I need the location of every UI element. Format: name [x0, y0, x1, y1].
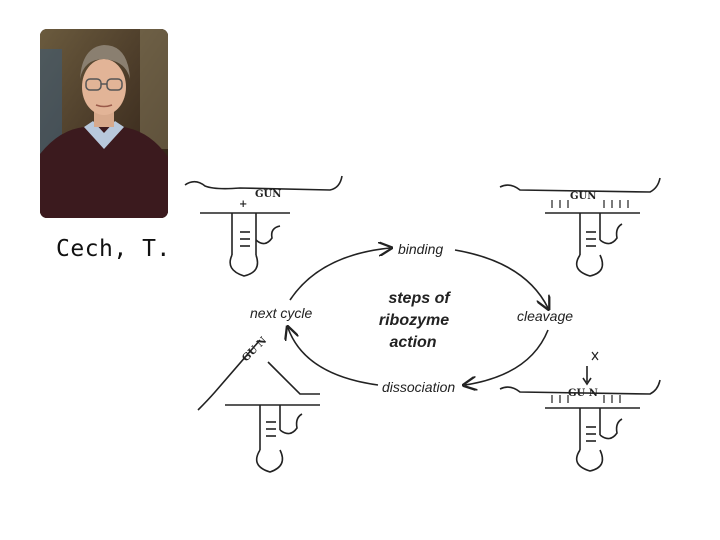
- label-cleavage: cleavage: [517, 308, 573, 324]
- center-line-1: steps of: [388, 290, 451, 307]
- portrait-illustration: [40, 29, 168, 218]
- structure-bottom-left: [197, 339, 320, 473]
- center-line-2: ribozyme: [379, 312, 449, 329]
- structure-top-left: [184, 175, 343, 277]
- arrow-to-cleavage: [454, 249, 548, 308]
- portrait-photo: [40, 29, 168, 218]
- label-binding: binding: [398, 241, 443, 257]
- arrow-to-next-cycle: [288, 328, 379, 386]
- substrate-strand: [184, 175, 343, 191]
- label-dissociation: dissociation: [382, 379, 455, 395]
- substrate-strand: [499, 177, 661, 193]
- arrow-to-dissociation: [465, 329, 549, 385]
- seq-bottom-right: GU N: [568, 388, 598, 399]
- released-strand: [197, 339, 261, 411]
- structure-bottom-right: [499, 351, 661, 472]
- substrate-strand: [499, 379, 661, 395]
- scissors-icon: [591, 351, 599, 361]
- label-next-cycle: next cycle: [250, 305, 312, 321]
- person-caption: Cech, T.: [56, 236, 171, 262]
- center-title: steps of ribozyme action: [379, 290, 451, 351]
- cycle-arrows: [288, 248, 548, 385]
- center-line-3: action: [389, 334, 436, 351]
- seq-top-right: GUN: [570, 191, 596, 202]
- seq-top-left: GUN: [255, 189, 281, 200]
- structure-top-right: [499, 177, 661, 277]
- arrow-to-binding: [289, 248, 390, 301]
- seq-bottom-left: GU N: [240, 335, 269, 364]
- plus-sign: +: [239, 199, 247, 210]
